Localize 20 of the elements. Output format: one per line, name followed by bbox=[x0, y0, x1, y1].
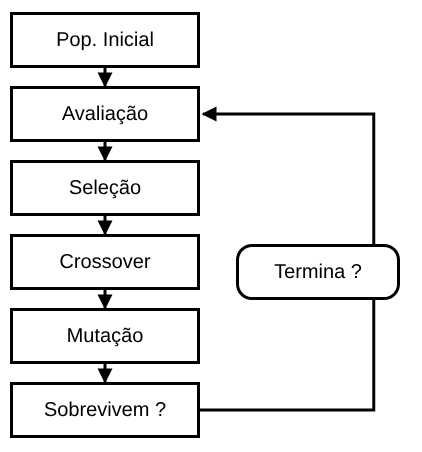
node-label: Pop. Inicial bbox=[56, 28, 154, 52]
node-label: Seleção bbox=[68, 176, 142, 200]
process-box bbox=[10, 86, 200, 142]
node-label: Avaliação bbox=[62, 102, 148, 126]
arrow bbox=[98, 68, 112, 88]
decision-box bbox=[236, 244, 400, 300]
node-label: Crossover bbox=[59, 250, 151, 274]
process-box bbox=[10, 234, 200, 290]
process-box bbox=[10, 308, 200, 364]
arrow bbox=[202, 106, 376, 244]
process-box bbox=[10, 160, 200, 216]
arrow bbox=[98, 216, 112, 236]
node-label: Termina ? bbox=[274, 260, 362, 284]
arrow bbox=[98, 142, 112, 162]
process-box bbox=[10, 382, 200, 438]
node-label: Mutação bbox=[66, 324, 144, 348]
node-label: Sobrevivem ? bbox=[44, 398, 166, 422]
process-box bbox=[10, 12, 200, 68]
arrow bbox=[98, 290, 112, 310]
arrow bbox=[98, 364, 112, 384]
